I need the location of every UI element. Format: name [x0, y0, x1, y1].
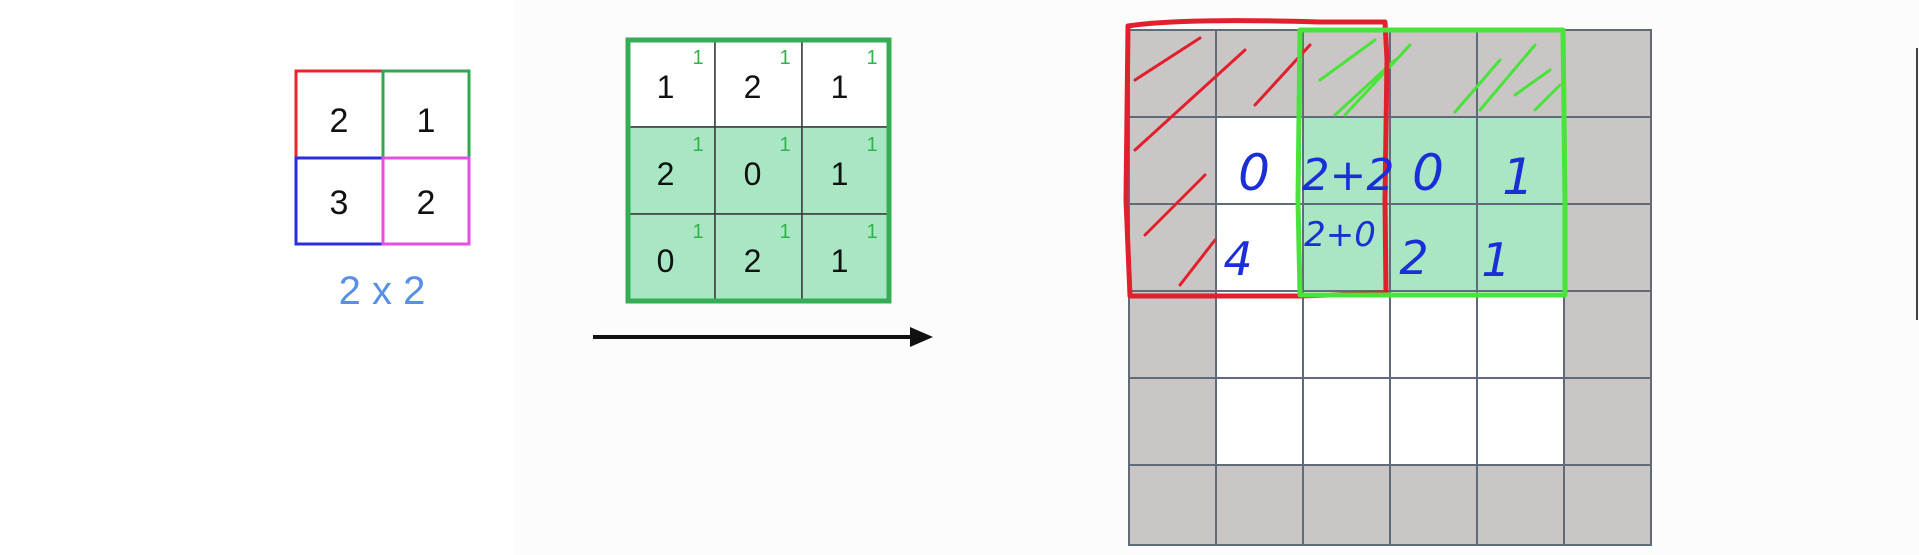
padding-cell	[1563, 116, 1652, 205]
output-cell	[1302, 290, 1391, 379]
kernel-superscript: 1	[692, 134, 703, 156]
padding-cell	[1563, 29, 1652, 118]
padding-cell	[1563, 290, 1652, 379]
padding-cell	[1128, 116, 1217, 205]
padding-cell	[1563, 203, 1652, 292]
kernel-superscript: 1	[779, 221, 790, 243]
annotation-r2c1: 4	[1223, 232, 1252, 286]
output-cell	[1476, 116, 1565, 205]
annotation-r2c4: 1	[1481, 233, 1510, 287]
kernel-superscript: 1	[692, 47, 703, 69]
hatch-stroke	[1343, 43, 1412, 117]
output-cell	[1302, 203, 1391, 292]
input-cell-3	[296, 158, 383, 244]
hatch-stroke	[1178, 238, 1217, 287]
kernel-value: 2	[744, 69, 762, 105]
arrow-head	[910, 327, 933, 347]
output-cell	[1302, 377, 1391, 466]
hatch-stroke	[1478, 43, 1537, 112]
input-cell-4	[383, 158, 469, 244]
kernel-value: 1	[657, 69, 675, 105]
output-cell	[1389, 377, 1478, 466]
kernel-cell	[714, 126, 803, 215]
hatch-stroke	[1133, 48, 1247, 152]
padding-cell	[1215, 464, 1304, 546]
hatch-stroke	[1533, 83, 1562, 112]
input-value: 2	[330, 102, 349, 140]
kernel-value: 1	[831, 69, 849, 105]
kernel-superscript: 1	[866, 134, 877, 156]
kernel-cell	[801, 213, 890, 302]
padding-cell	[1128, 377, 1217, 466]
input-cell-1	[296, 71, 383, 158]
padding-cell	[1128, 203, 1217, 292]
output-cell	[1215, 203, 1304, 292]
output-cell	[1389, 116, 1478, 205]
padding-cell	[1128, 290, 1217, 379]
kernel-value: 1	[831, 156, 849, 192]
input-cell-border-magenta	[381, 156, 471, 246]
input-cell-2	[383, 71, 469, 158]
input-size-caption: 2 x 2	[339, 269, 426, 313]
output-cell	[1476, 290, 1565, 379]
kernel-superscript: 1	[866, 221, 877, 243]
hatch-stroke	[1513, 68, 1552, 97]
input-value: 3	[330, 184, 349, 222]
kernel-cell	[714, 213, 803, 302]
padding-cell	[1128, 29, 1217, 118]
transform-arrow	[593, 327, 933, 347]
padding-cell	[1476, 464, 1565, 546]
kernel-superscript: 1	[779, 134, 790, 156]
hatch-stroke	[1318, 38, 1377, 82]
annotation-r2c2: 2+0	[1304, 215, 1376, 255]
output-cell	[1476, 377, 1565, 466]
padding-cell	[1389, 464, 1478, 546]
kernel-value: 1	[831, 243, 849, 279]
output-cell	[1389, 203, 1478, 292]
hatch-stroke	[1453, 58, 1502, 114]
annotation-r1c3: 0	[1412, 144, 1444, 202]
padding-cell	[1215, 29, 1304, 118]
kernel-value: 2	[744, 243, 762, 279]
output-cell	[1215, 290, 1304, 379]
kernel-value: 0	[744, 156, 762, 192]
annotation-r1c1: 0	[1238, 144, 1270, 202]
output-cell	[1389, 290, 1478, 379]
annotation-r2c3: 2	[1399, 231, 1428, 285]
padding-cell	[1128, 464, 1217, 546]
kernel-value: 2	[657, 156, 675, 192]
kernel-superscript: 1	[866, 47, 877, 69]
hatch-stroke	[1143, 173, 1207, 237]
input-value: 1	[417, 102, 436, 140]
padding-cell	[1302, 464, 1391, 546]
kernel-cell	[801, 126, 890, 215]
input-matrix: 2 1 3 2 2 x 2	[294, 69, 471, 313]
green-window-outline	[1295, 27, 1568, 298]
annotations: 0 2+2 0 1 4 2+0 2 1	[1223, 144, 1534, 287]
kernel-outer-border	[625, 37, 892, 304]
kernel-value: 0	[657, 243, 675, 279]
annotation-r1c2: 2+2	[1302, 150, 1395, 201]
hatch-stroke	[1133, 36, 1202, 82]
output-cell	[1215, 377, 1304, 466]
output-grid	[1123, 18, 1652, 546]
padding-cell	[1476, 29, 1565, 118]
kernel-superscript: 1	[692, 221, 703, 243]
annotation-r1c4: 1	[1502, 148, 1534, 206]
padding-cell	[1563, 464, 1652, 546]
input-value: 2	[417, 184, 436, 222]
kernel-superscript: 1	[779, 47, 790, 69]
padding-cell	[1563, 377, 1652, 466]
